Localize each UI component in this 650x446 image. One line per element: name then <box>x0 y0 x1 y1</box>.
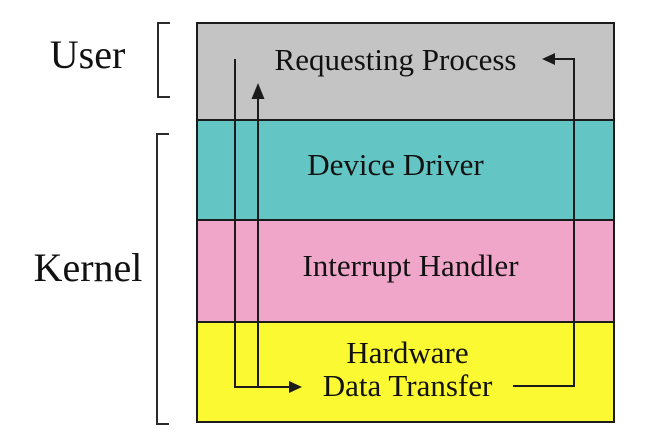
zone-label-kernel: Kernel <box>33 245 143 290</box>
layer-hardware-label-line1: Hardware <box>346 335 469 371</box>
layer-device-driver-label: Device Driver <box>307 146 484 182</box>
user-bracket <box>157 22 170 98</box>
kernel-bracket <box>156 133 169 425</box>
layer-requesting-process-label: Requesting Process <box>274 42 517 78</box>
zone-label-user: User <box>49 32 126 77</box>
layer-hardware-label: Hardware Data Transfer <box>322 335 493 403</box>
layer-stack: Requesting Process Device Driver Interru… <box>196 22 615 423</box>
layer-hardware-label-line2: Data Transfer <box>322 368 493 403</box>
layer-interrupt-handler-label: Interrupt Handler <box>302 247 519 283</box>
layer-hardware-data-transfer: Hardware Data Transfer <box>198 321 613 421</box>
layer-requesting-process: Requesting Process <box>198 24 613 119</box>
layer-interrupt-handler: Interrupt Handler <box>198 219 613 321</box>
layer-device-driver: Device Driver <box>198 119 613 219</box>
